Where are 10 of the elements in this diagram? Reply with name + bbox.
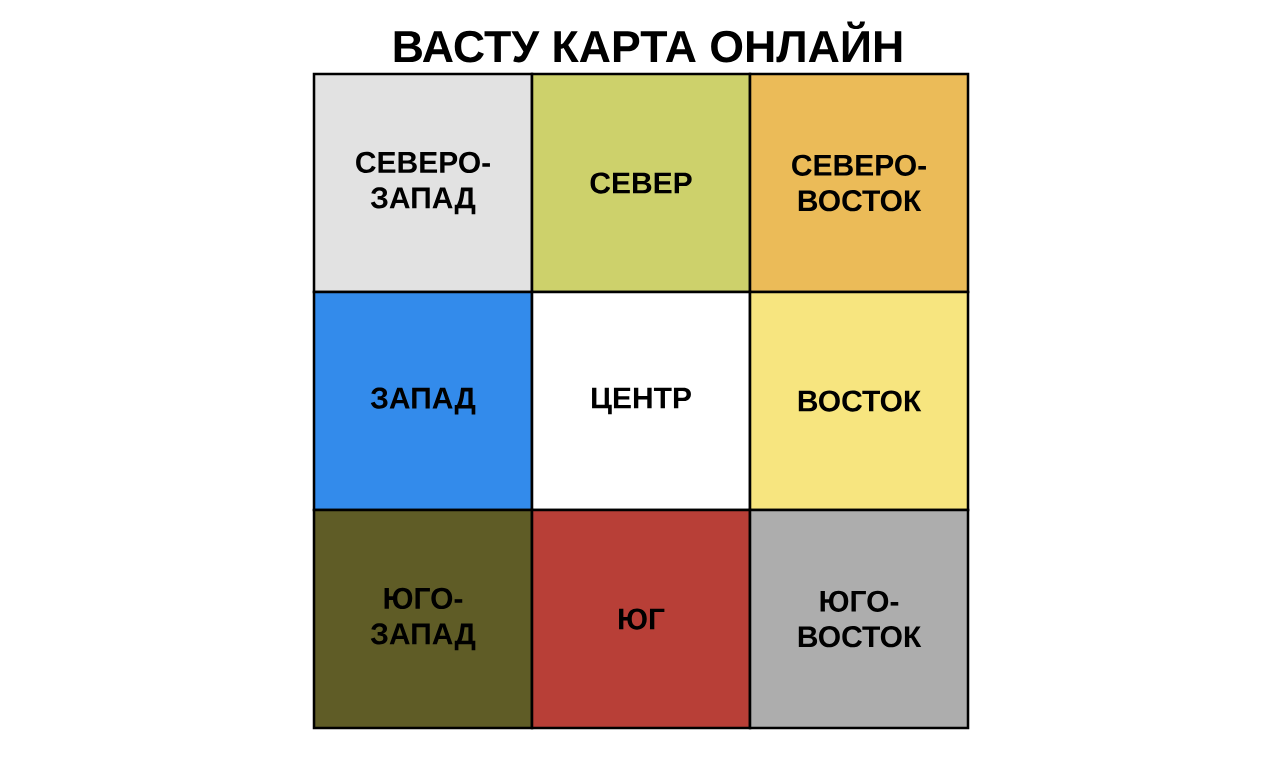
grid-cell: СЕВЕР [530,72,752,294]
grid-cell: СЕВЕРО- ВОСТОК [748,72,970,294]
grid-cell: ЗАПАД [312,290,534,512]
grid-cell: ЮГО- ЗАПАД [312,508,534,730]
grid-cell: СЕВЕРО- ЗАПАД [312,72,534,294]
grid-cell: ЦЕНТР [530,290,752,512]
title: ВАСТУ КАРТА ОНЛАЙН [394,21,902,63]
grid-cell: ЮГО- ВОСТОК [748,508,970,730]
grid-cell: ВОСТОК [748,290,970,512]
grid-cell: ЮГ [530,508,752,730]
